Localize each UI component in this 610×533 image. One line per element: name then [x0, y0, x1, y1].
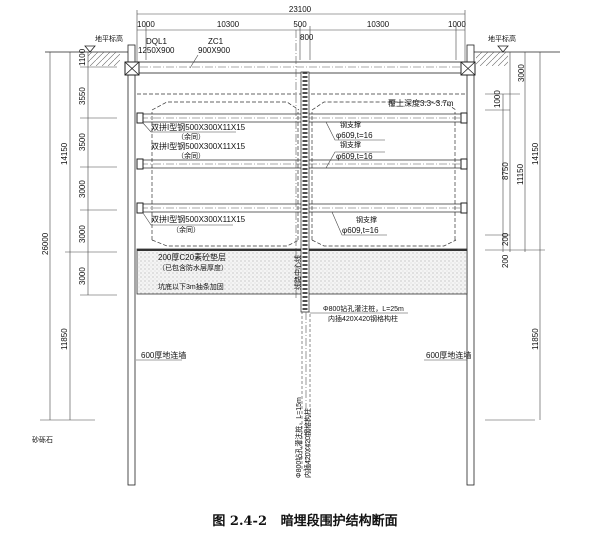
structure-outline [151, 101, 457, 247]
figure-title: 暗埋段围护结构断面 [280, 514, 398, 529]
dim-total: 23100 [289, 5, 312, 14]
waling-note-1: （余同） [177, 132, 205, 141]
dim-3500: 3500 [78, 133, 87, 151]
dim-right-10300: 10300 [367, 20, 390, 29]
dim-11850-left: 11850 [60, 328, 69, 350]
strut-label-3: 钢支撑 [356, 215, 377, 224]
strut-labels: 钢支撑 φ609,t=16 钢支撑 φ609,t=16 钢支撑 φ609,t=1… [325, 120, 387, 236]
top-dimensions: 23100 1000 10300 500 10300 1000 800 [136, 5, 466, 62]
strut-size-2: φ609,t=16 [336, 152, 373, 161]
dim-mid-800: 800 [300, 33, 314, 42]
figure-caption: 图 2.4-2 暗埋段围护结构断面 [0, 510, 610, 529]
dim-14150-left: 14150 [60, 142, 69, 165]
wall-label-right: 600厚地连墙 [426, 350, 471, 360]
dim-3000-b: 3000 [78, 225, 87, 243]
ground-label-right: 地平标高 [488, 34, 516, 43]
strut-size-1: φ609,t=16 [336, 131, 373, 140]
diaphragm-wall-right [466, 44, 475, 486]
base-label-2: （已包含防水层厚度） [158, 263, 228, 272]
dim-left-10300: 10300 [217, 20, 240, 29]
capping-beam-size: 1250X900 [138, 46, 175, 55]
right-dimensions: 3000 1000 8750 11150 14150 200 200 11850 [485, 52, 545, 421]
centerline-label: 线路中心线 [293, 255, 302, 290]
dim-left-1000: 1000 [137, 20, 155, 29]
dim-200-a: 200 [501, 232, 510, 246]
waling-note-2: （余同） [177, 151, 205, 160]
capping-beam: DQL1 1250X900 ZC1 900X900 [124, 37, 476, 76]
dim-mid-500: 500 [293, 20, 307, 29]
ground-label-left: 地平标高 [95, 34, 123, 43]
dim-1100: 1100 [78, 48, 87, 66]
soil-label: 砂砾石 [32, 435, 53, 444]
center-column [295, 30, 311, 471]
dim-3550: 3550 [78, 87, 87, 105]
dim-200-b: 200 [501, 254, 510, 268]
strut-size-3: φ609,t=16 [342, 226, 379, 235]
column-top-name: ZC1 [208, 37, 224, 46]
strut-label-1: 钢支撑 [340, 120, 361, 129]
capping-beam-name: DQL1 [146, 37, 167, 46]
waling-label-3: 双拼I型钢500X300X11X15 [151, 214, 246, 224]
dim-11850-right: 11850 [531, 328, 540, 350]
pile-vertical-label-2: 内插420X420钢格构柱 [303, 408, 312, 478]
dim-right-1000: 1000 [448, 20, 466, 29]
left-dimensions: 1100 3550 3500 3000 3000 3000 14150 2600… [40, 48, 117, 421]
dim-3000-a: 3000 [78, 180, 87, 198]
base-label-3: 坑底以下3m抽条加固 [158, 282, 224, 291]
wall-label-left: 600厚地连墙 [141, 350, 186, 360]
column-top-size: 900X900 [198, 46, 231, 55]
waling-note-3: （余同） [172, 225, 200, 234]
dim-1000-right: 1000 [493, 90, 502, 108]
waling-label-2: 双拼I型钢500X300X11X15 [151, 141, 246, 151]
cover-depth-label: 覆土深度3.3~3.7m [388, 98, 454, 108]
pile-top-label-2: 内插420X420钢格构柱 [328, 314, 398, 323]
dim-3000-c: 3000 [78, 267, 87, 285]
pile-top-label-1: Φ800钻孔灌注桩，L=25m [323, 304, 404, 313]
dim-11150: 11150 [516, 163, 525, 185]
ground: 地平标高 地平标高 [45, 34, 560, 66]
dim-3000-right: 3000 [517, 64, 526, 82]
diaphragm-wall-left [127, 44, 136, 486]
strut-label-2: 钢支撑 [340, 140, 361, 149]
waling-labels: 双拼I型钢500X300X11X15 （余同） 双拼I型钢500X300X11X… [142, 122, 246, 234]
dim-8750: 8750 [501, 162, 510, 180]
figure-number: 图 2.4-2 [212, 514, 267, 529]
waling-label-1: 双拼I型钢500X300X11X15 [151, 122, 246, 132]
pile-vertical-label-1: Φ800钻孔灌注桩，L=15m [294, 397, 303, 478]
dim-26000: 26000 [41, 232, 50, 255]
dim-14150-right: 14150 [531, 142, 540, 165]
base-label-1: 200厚C20素砼垫层 [158, 252, 226, 262]
